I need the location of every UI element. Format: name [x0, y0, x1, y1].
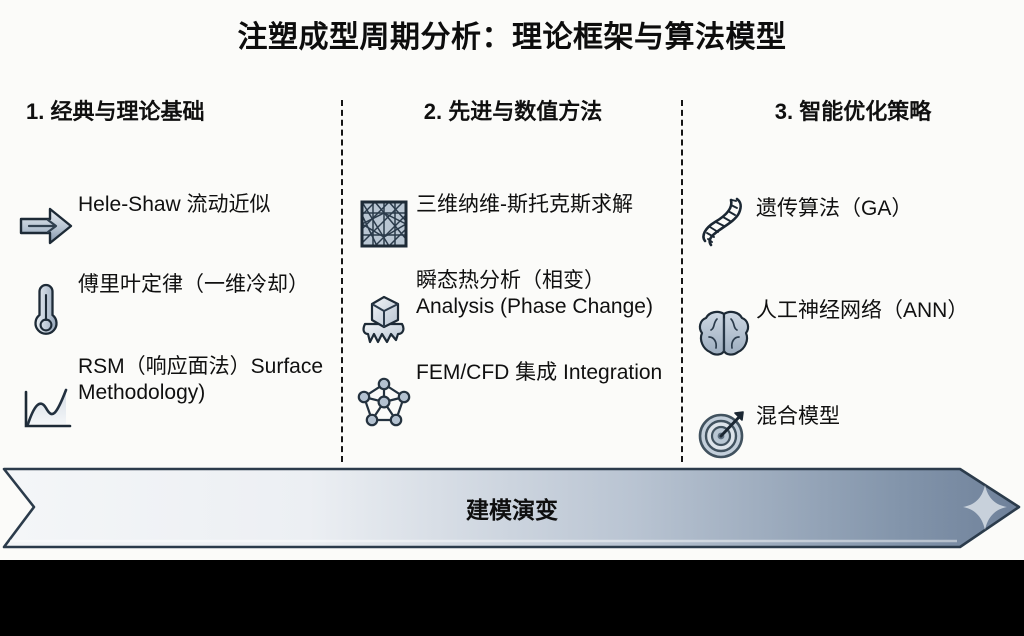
list-item-label: 人工神经网络（ANN） [756, 299, 969, 322]
banner-label: 建模演变 [466, 497, 558, 523]
target-icon [692, 402, 756, 466]
list-item-label: 瞬态热分析（相变）Analysis (Phase Change) [416, 269, 653, 318]
list-item[interactable]: 混合模型 [692, 396, 1014, 466]
list-item[interactable]: 遗传算法（GA） [692, 188, 1014, 254]
list-item[interactable]: 三维纳维-斯托克斯求解 [352, 188, 674, 256]
page-title: 注塑成型周期分析：理论框架与算法模型 [237, 21, 787, 54]
brain-icon [692, 302, 756, 366]
list-item[interactable]: Hele-Shaw 流动近似 [14, 188, 334, 258]
list-item-label: RSM（响应面法）Surface Methodology) [78, 355, 324, 404]
list-item[interactable]: FEM/CFD 集成 Integration [352, 356, 674, 434]
list-item[interactable]: 瞬态热分析（相变）Analysis (Phase Change) [352, 264, 674, 350]
column-3-items: 遗传算法（GA） [692, 188, 1014, 472]
bottom-letterbox-bar [0, 560, 1024, 636]
column-heading-2: 2. 先进与数值方法 [423, 99, 603, 124]
melting-cube-icon [352, 286, 416, 350]
column-2-items: 三维纳维-斯托克斯求解 [352, 188, 674, 440]
evolution-banner: 建模演变 [0, 455, 1024, 560]
column-advanced-numerical: 2. 先进与数值方法 三 [352, 99, 674, 462]
network-nodes-icon [352, 370, 416, 434]
slide-canvas: 注塑成型周期分析：理论框架与算法模型 1. 经典与理论基础 [0, 0, 1024, 560]
thermometer-icon [14, 278, 78, 342]
right-arrow-icon [14, 194, 78, 258]
list-item-label: Hele-Shaw 流动近似 [78, 193, 271, 216]
mesh-grid-icon [352, 192, 416, 256]
column-divider-1 [341, 100, 343, 462]
column-divider-2 [681, 100, 683, 462]
list-item-label: FEM/CFD 集成 Integration [416, 361, 663, 384]
list-item[interactable]: 人工神经网络（ANN） [692, 290, 1014, 366]
list-item[interactable]: RSM（响应面法）Surface Methodology) [14, 350, 334, 440]
list-item-label: 三维纳维-斯托克斯求解 [416, 193, 633, 216]
column-1-items: Hele-Shaw 流动近似 [14, 188, 334, 446]
column-heading-3: 3. 智能优化策略 [774, 99, 932, 124]
list-item[interactable]: 傅里叶定律（一维冷却） [14, 268, 334, 342]
list-item-label: 混合模型 [756, 405, 840, 428]
line-chart-icon [14, 376, 78, 440]
column-heading-1: 1. 经典与理论基础 [26, 99, 205, 124]
list-item-label: 傅里叶定律（一维冷却） [78, 273, 309, 296]
column-classical-theory: 1. 经典与理论基础 [14, 99, 334, 462]
column-intelligent-optimization: 3. 智能优化策略 [692, 99, 1014, 462]
list-item-label: 遗传算法（GA） [756, 197, 913, 220]
dna-helix-icon [692, 190, 756, 254]
